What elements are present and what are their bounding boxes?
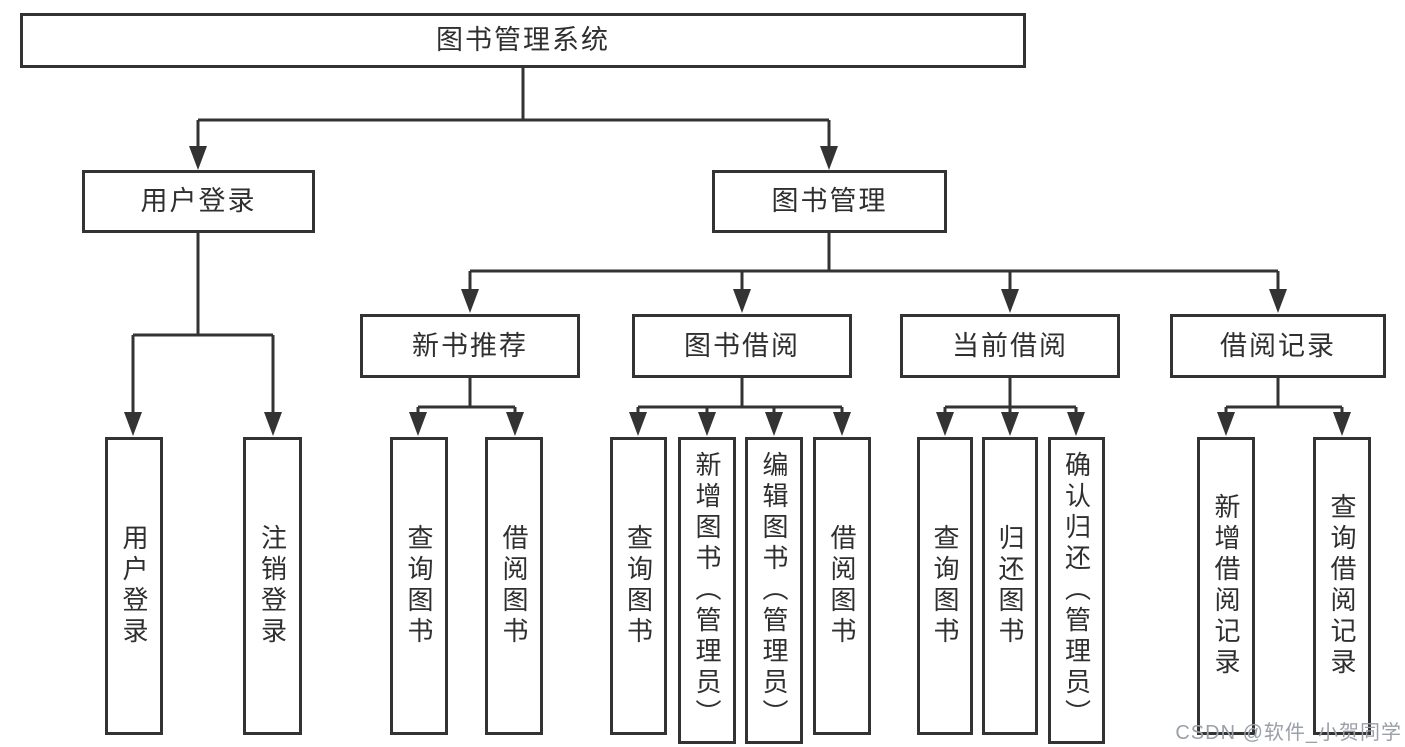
node-book-management-label: 图书管理 — [771, 186, 888, 216]
leaf-record-query: 查询借阅记录 — [1313, 437, 1371, 735]
leaf-borrow-borrow: 借阅图书 — [813, 437, 871, 735]
node-book-borrow-label: 图书借阅 — [684, 330, 800, 361]
leaf-newbook-query: 查询图书 — [390, 437, 448, 735]
leaf-borrow-query: 查询图书 — [610, 437, 667, 735]
leaf-current-query: 查询图书 — [917, 437, 973, 735]
node-book-management: 图书管理 — [712, 170, 947, 233]
node-borrow-records-label: 借阅记录 — [1220, 330, 1336, 361]
leaf-record-add: 新增借阅记录 — [1197, 437, 1255, 735]
node-current-borrow: 当前借阅 — [900, 314, 1120, 378]
leaf-current-confirm-admin: 确认归还（管理员） — [1048, 437, 1105, 744]
leaf-borrow-add-admin: 新增图书（管理员） — [678, 437, 736, 744]
node-root-label: 图书管理系统 — [436, 25, 610, 55]
connector-arrowheads — [124, 146, 1351, 436]
node-user-login-label: 用户登录 — [140, 186, 257, 216]
leaf-current-return: 归还图书 — [982, 437, 1038, 735]
node-root: 图书管理系统 — [20, 13, 1026, 68]
node-user-login: 用户登录 — [82, 170, 315, 233]
watermark-text: CSDN @软件_小贺同学 — [1175, 722, 1402, 744]
node-new-book-recommend-label: 新书推荐 — [412, 330, 528, 361]
leaf-user-login: 用户登录 — [105, 437, 163, 735]
leaf-logout: 注销登录 — [243, 437, 302, 735]
leaf-newbook-borrow: 借阅图书 — [485, 437, 543, 735]
node-new-book-recommend: 新书推荐 — [360, 314, 580, 378]
node-book-borrow: 图书借阅 — [632, 314, 852, 378]
node-borrow-records: 借阅记录 — [1170, 314, 1386, 378]
leaf-borrow-edit-admin: 编辑图书（管理员） — [745, 437, 803, 744]
node-current-borrow-label: 当前借阅 — [952, 330, 1068, 361]
